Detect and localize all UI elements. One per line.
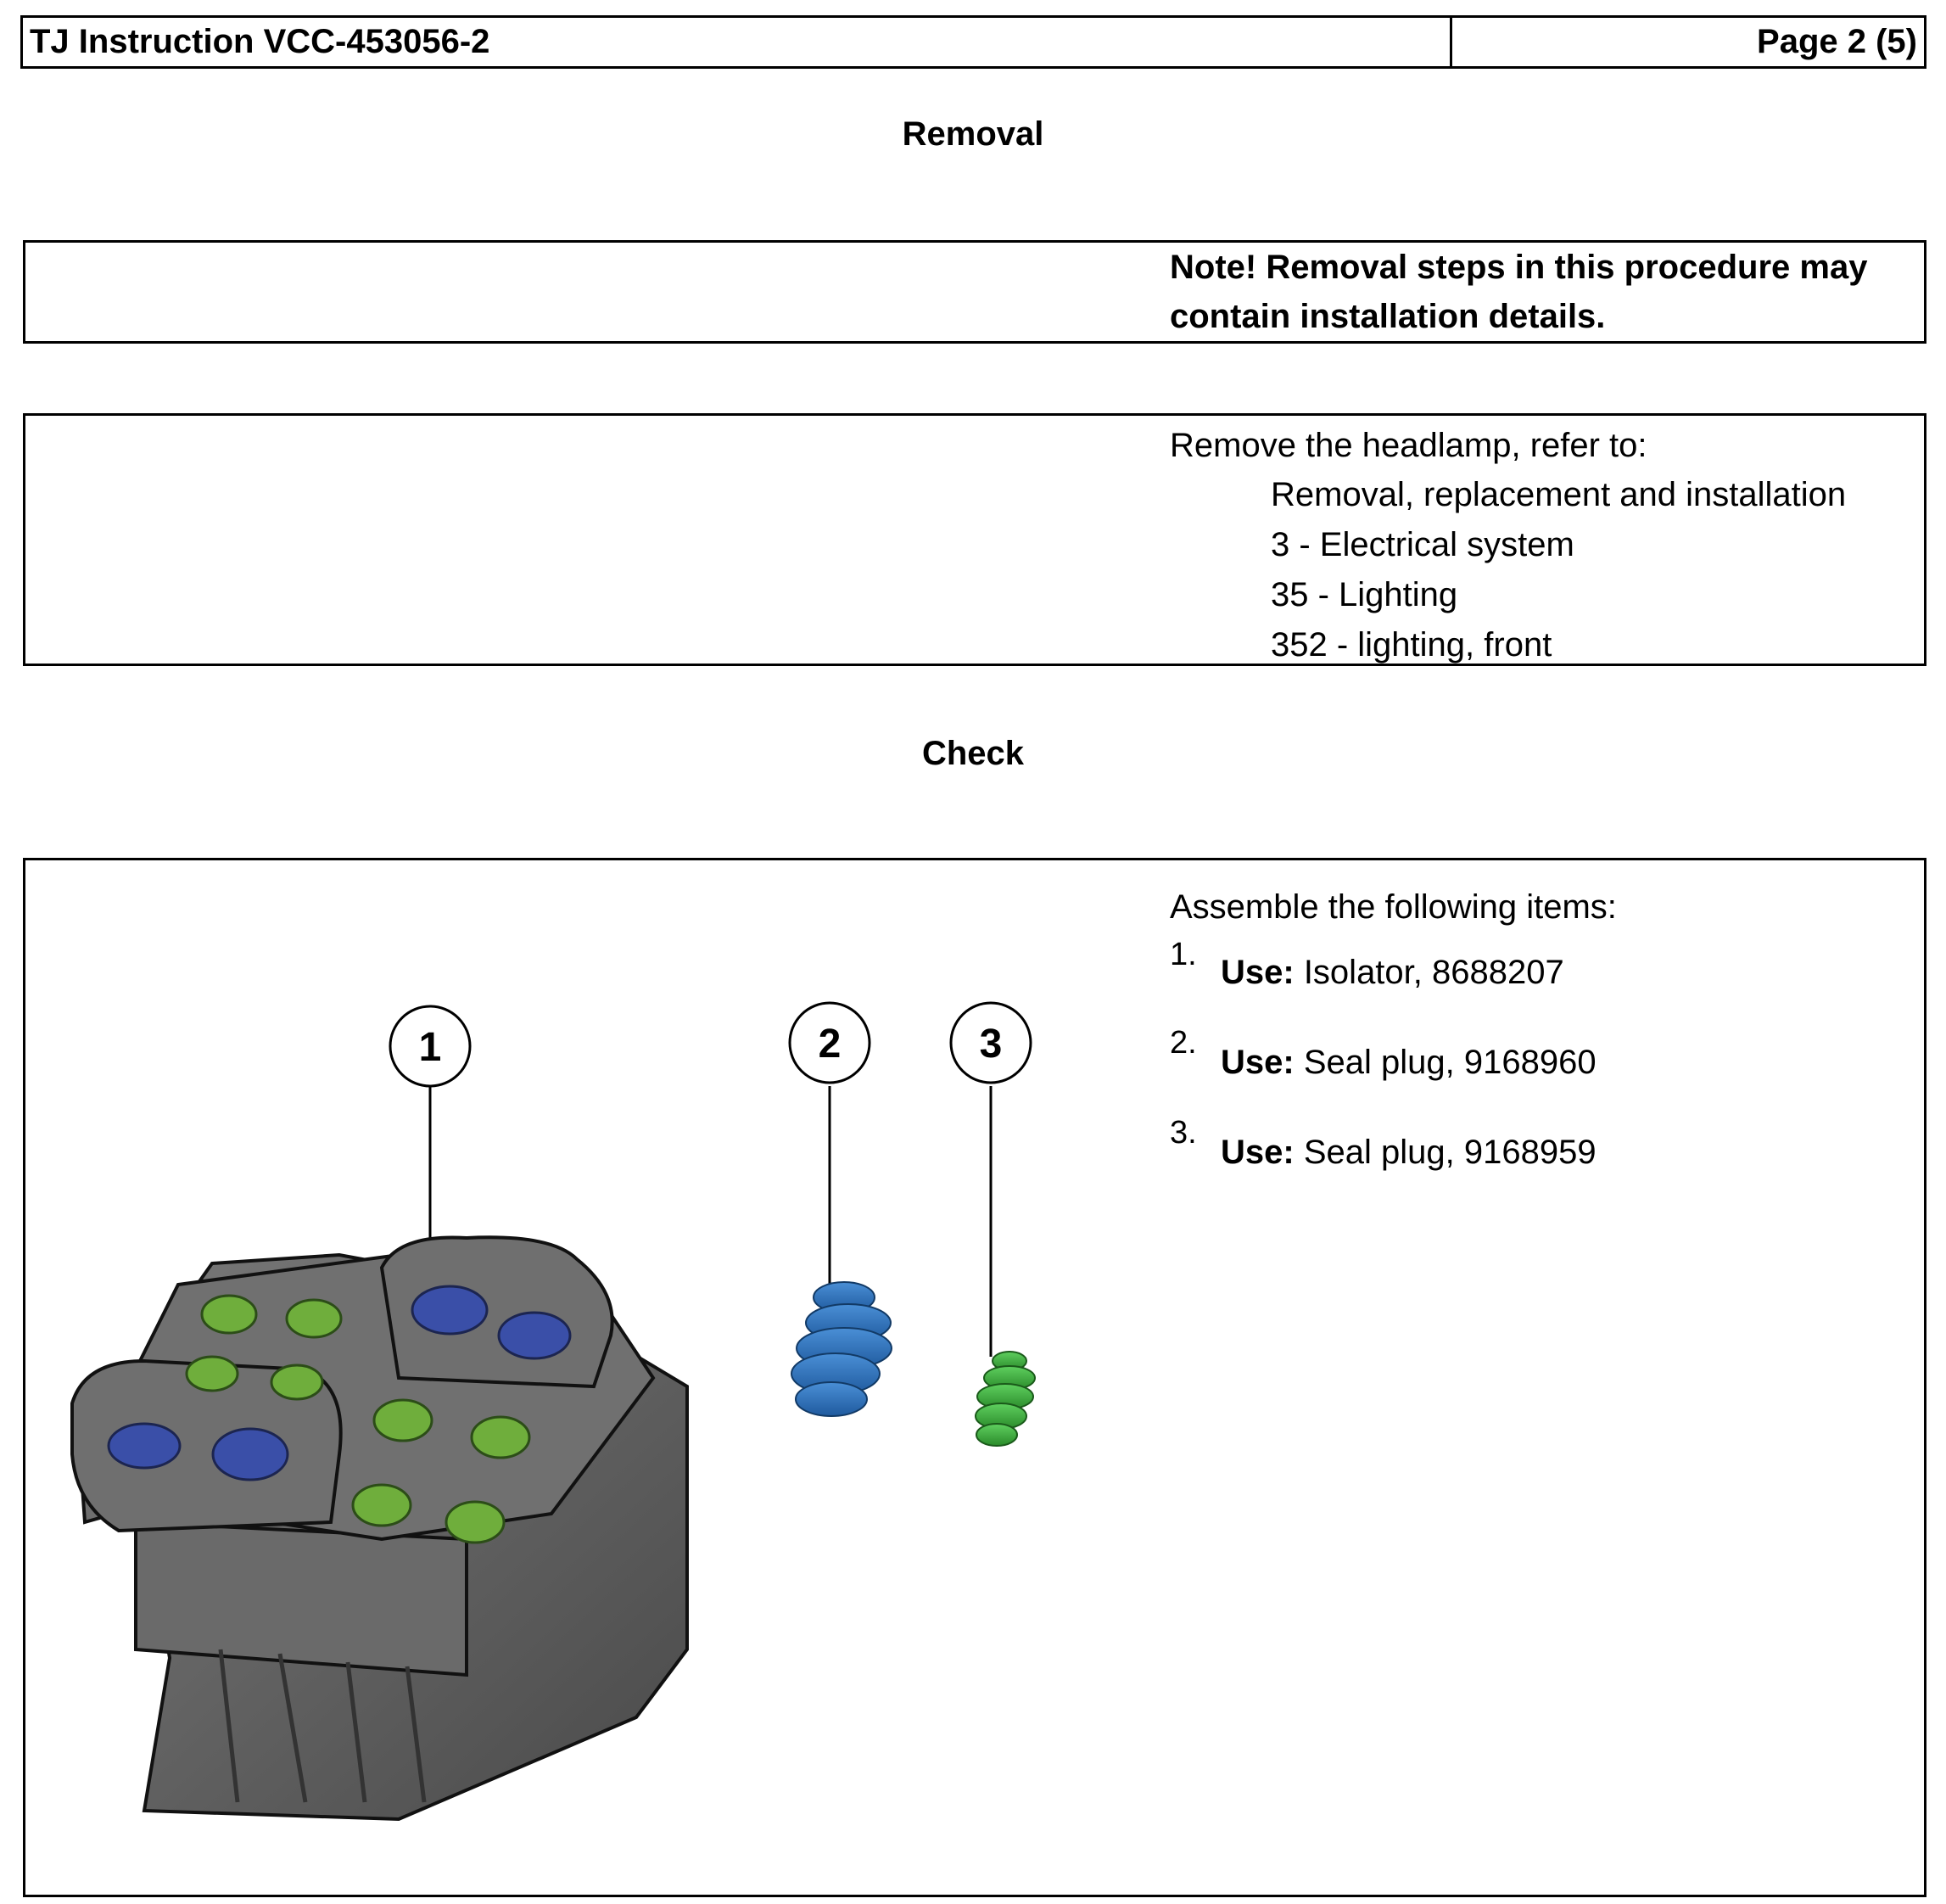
callout-label: 1 bbox=[419, 1025, 442, 1070]
document-title: TJ Instruction VCC-453056-2 bbox=[23, 18, 1452, 66]
check-box: Assemble the following items: 1. Use: Is… bbox=[23, 858, 1926, 1897]
parts-illustration: 1 2 3 bbox=[70, 1001, 1036, 1822]
item-text: Seal plug, 9168960 bbox=[1294, 1044, 1597, 1081]
ref-line: 35 - Lighting bbox=[1271, 576, 1458, 613]
callout-label: 3 bbox=[980, 1022, 1003, 1067]
ref-line: Removal, replacement and installation bbox=[1271, 476, 1847, 513]
removal-heading: Removal bbox=[902, 115, 1044, 153]
item-number: 1. bbox=[1170, 937, 1197, 972]
item-text: Seal plug, 9168959 bbox=[1294, 1134, 1597, 1171]
callout-1: 1 bbox=[389, 1005, 472, 1088]
use-label: Use: bbox=[1221, 954, 1295, 991]
remove-headlamp-box: Remove the headlamp, refer to: Removal, … bbox=[23, 413, 1926, 666]
seal-plug-blue bbox=[791, 1281, 892, 1417]
note-box: Note! Removal steps in this procedure ma… bbox=[23, 240, 1926, 344]
item-text: Isolator, 8688207 bbox=[1294, 954, 1564, 991]
note-line-1: Note! Removal steps in this procedure ma… bbox=[1170, 249, 1868, 286]
assemble-item: Use: Seal plug, 9168960 bbox=[1221, 1044, 1597, 1082]
item-number: 3. bbox=[1170, 1115, 1197, 1151]
ref-line: 3 - Electrical system bbox=[1271, 526, 1574, 563]
isolator-connector-housing bbox=[70, 1235, 689, 1822]
use-label: Use: bbox=[1221, 1134, 1295, 1171]
page-number: Page 2 (5) bbox=[1757, 23, 1917, 60]
item-number: 2. bbox=[1170, 1025, 1197, 1061]
use-label: Use: bbox=[1221, 1044, 1295, 1081]
ref-line: 352 - lighting, front bbox=[1271, 626, 1552, 664]
callout-label: 2 bbox=[819, 1022, 842, 1067]
document-header: TJ Instruction VCC-453056-2 Page 2 (5) bbox=[20, 15, 1926, 69]
note-line-2: contain installation details. bbox=[1170, 298, 1606, 335]
callout-3: 3 bbox=[949, 1001, 1032, 1084]
remove-intro: Remove the headlamp, refer to: bbox=[1170, 427, 1647, 464]
assemble-intro: Assemble the following items: bbox=[1170, 888, 1617, 926]
assemble-item: Use: Isolator, 8688207 bbox=[1221, 954, 1564, 992]
callout-2: 2 bbox=[788, 1001, 871, 1084]
assemble-item: Use: Seal plug, 9168959 bbox=[1221, 1134, 1597, 1172]
seal-plug-green bbox=[975, 1351, 1036, 1447]
check-heading: Check bbox=[921, 735, 1025, 772]
